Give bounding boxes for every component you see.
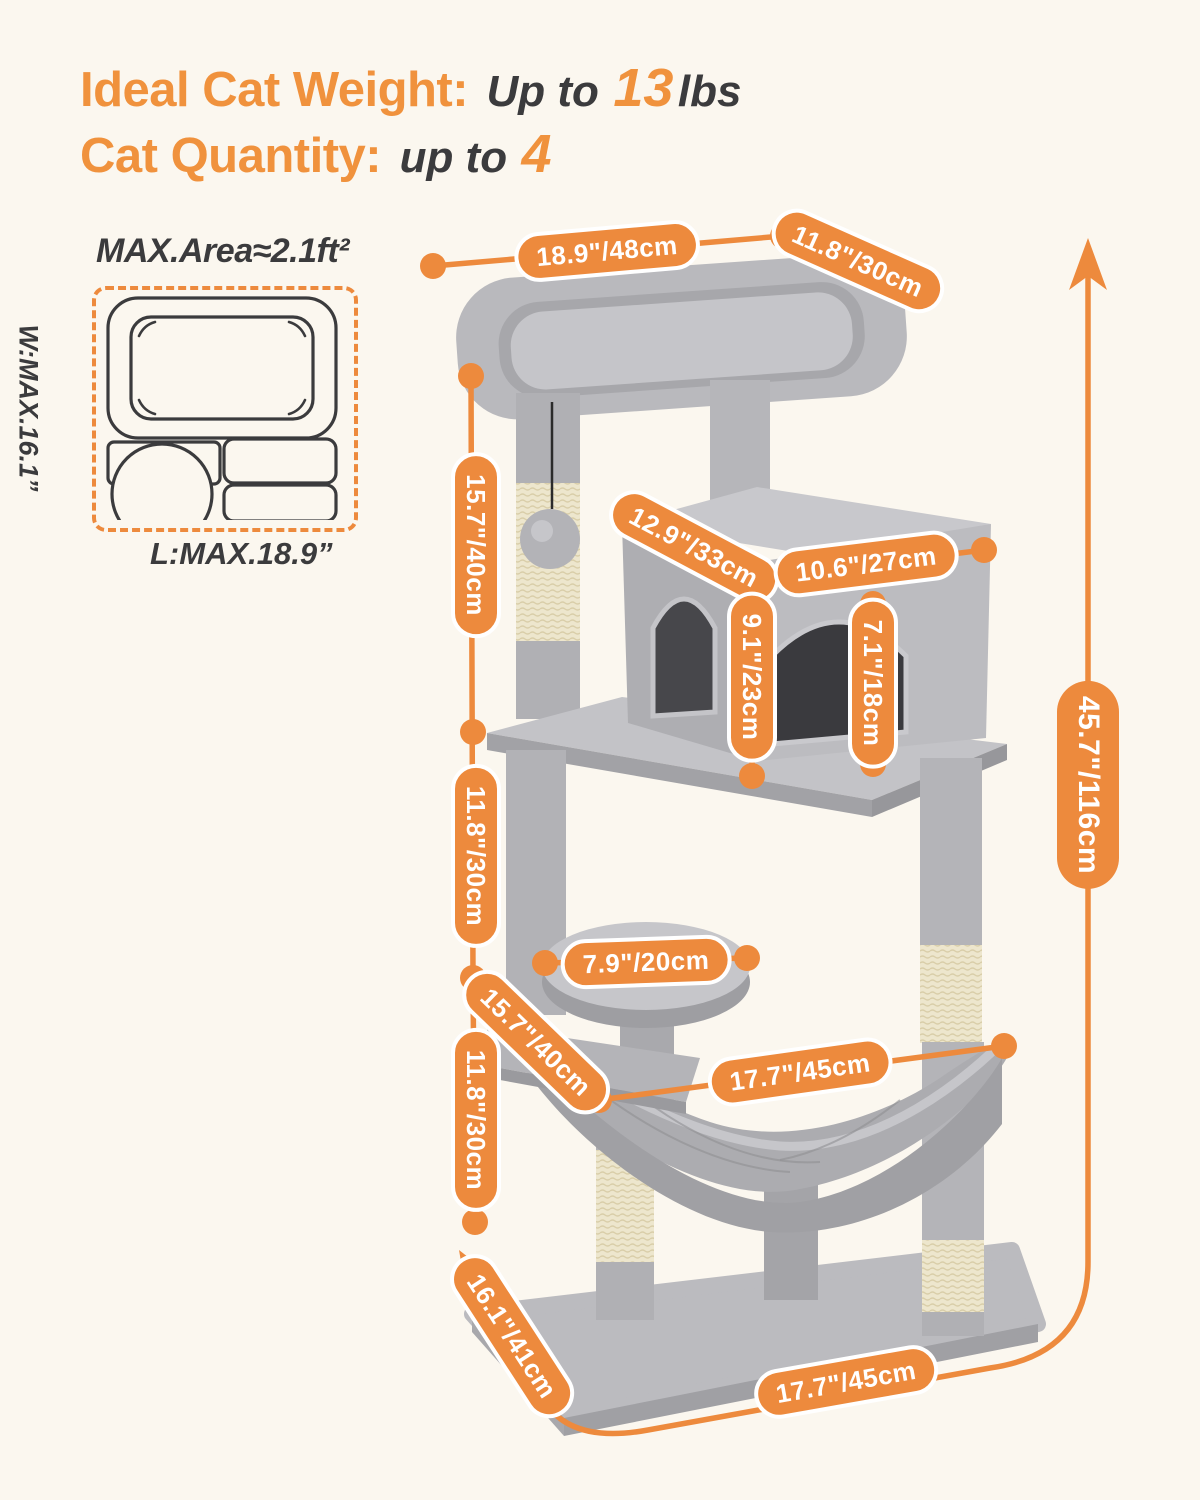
dim-lower-section-height: 11.8"/30cm bbox=[451, 1027, 501, 1213]
header: Ideal Cat Weight: Up to 13 lbs Cat Quant… bbox=[80, 55, 742, 187]
back-leg-post bbox=[764, 1180, 818, 1300]
cat-quantity-row: Cat Quantity: up to 4 bbox=[80, 121, 742, 187]
pom-pom-toy bbox=[520, 509, 580, 569]
mid-right-post bbox=[920, 758, 982, 1043]
max-length-label: L:MAX.18.9” bbox=[150, 536, 333, 571]
top-perch bbox=[456, 254, 907, 420]
cat-quantity-prefix: up to bbox=[399, 133, 508, 182]
dim-overall-height: 45.7"/116cm bbox=[1057, 680, 1119, 890]
top-view-board-right-2 bbox=[222, 483, 338, 520]
ideal-cat-weight-row: Ideal Cat Weight: Up to 13 lbs bbox=[80, 55, 742, 121]
dim-round-platform-diameter: 7.9"/20cm bbox=[559, 934, 733, 990]
top-view-diagram bbox=[106, 296, 338, 520]
ideal-cat-weight-unit: lbs bbox=[677, 67, 742, 116]
condo-side-door bbox=[650, 596, 718, 719]
dim-condo-door-height: 7.1"/18cm bbox=[848, 597, 898, 769]
cat-quantity-value: 4 bbox=[521, 124, 552, 184]
dim-mid-section-height: 11.8"/30cm bbox=[451, 763, 501, 949]
ideal-cat-weight-label: Ideal Cat Weight: bbox=[80, 63, 469, 117]
top-view-bed-inner bbox=[129, 315, 315, 421]
top-view-board-right-1 bbox=[222, 437, 338, 485]
cat-quantity-label: Cat Quantity: bbox=[80, 129, 382, 183]
dim-condo-height: 9.1"/23cm bbox=[727, 591, 777, 763]
max-area-dashed-box bbox=[92, 286, 358, 532]
ideal-cat-weight-prefix: Up to bbox=[486, 67, 599, 116]
ideal-cat-weight-value: 13 bbox=[613, 58, 674, 118]
cat-tree-illustration bbox=[456, 254, 1046, 1436]
top-view-round-platform bbox=[110, 442, 214, 520]
height-arrow-up-icon bbox=[1069, 238, 1107, 290]
dim-upper-post-height: 15.7"/40cm bbox=[451, 452, 501, 638]
max-area-title: MAX.Area≈2.1ft² bbox=[96, 232, 350, 270]
